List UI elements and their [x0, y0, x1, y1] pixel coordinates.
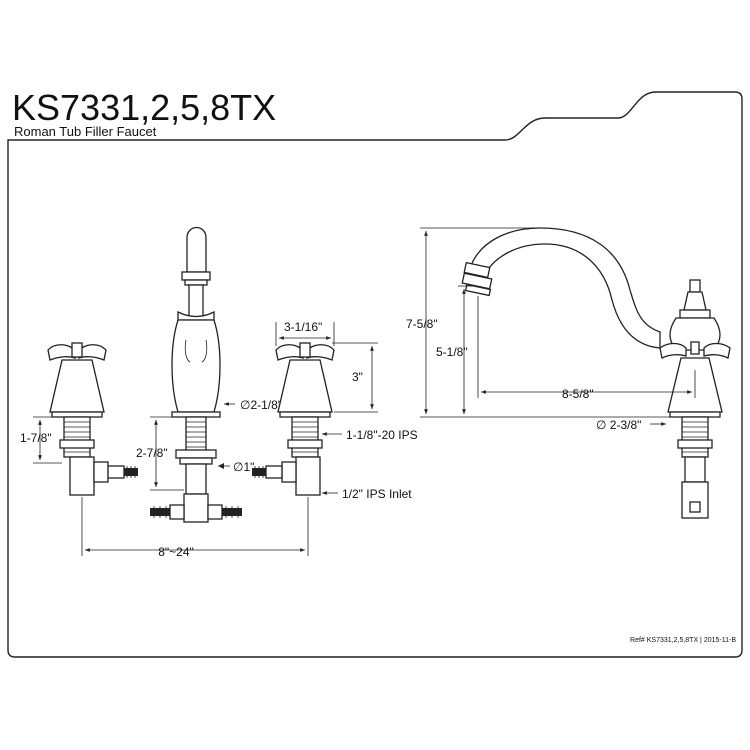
right-shank — [281, 416, 323, 496]
model-title: KS7331,2,5,8TX — [12, 87, 276, 128]
left-cross-handle — [47, 342, 107, 418]
right-cross-handle — [275, 342, 335, 418]
left-shank — [59, 416, 109, 496]
product-subtitle: Roman Tub Filler Faucet — [14, 124, 157, 139]
dim-center-spread: 8"~24" — [158, 545, 194, 559]
dim-handle-height: 3" — [352, 370, 363, 384]
side-view-shank — [677, 416, 713, 519]
left-supply-hose — [107, 465, 138, 479]
spout-tee-hoses — [150, 504, 242, 520]
dim-side-base: ∅ 2-3/8" — [596, 418, 641, 432]
dim-shank-thread: 1-1/8"-20 IPS — [346, 428, 418, 442]
dim-spout-base: ∅2-1/8" — [240, 398, 282, 412]
right-supply-hose — [252, 465, 283, 479]
dim-spout-reach: 8-5/8" — [562, 387, 594, 401]
center-spout — [171, 226, 221, 418]
reference-code: Ref# KS7331,2,5,8TX | 2015-11-B — [630, 637, 736, 644]
dim-handle-width: 3-1/16" — [284, 320, 322, 334]
dim-total-height: 7-5/8" — [406, 317, 438, 331]
dim-spout-shank: 2-7/8" — [136, 446, 168, 460]
dim-inlet: 1/2" IPS Inlet — [342, 487, 412, 501]
dim-tee-dia: ∅1" — [233, 460, 254, 474]
dim-spout-height: 5-1/8" — [436, 345, 468, 359]
sheet-border — [7, 91, 743, 658]
dim-handle-shank: 1-7/8" — [20, 431, 52, 445]
spout-shank — [175, 416, 217, 523]
side-view-spout — [461, 227, 661, 349]
